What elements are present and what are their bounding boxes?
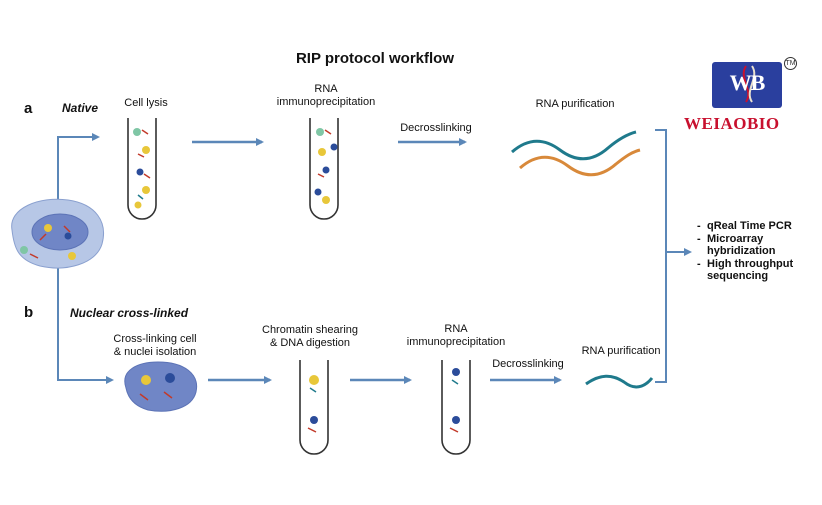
list-dash: - <box>697 220 701 232</box>
trademark-mark: TM <box>784 57 797 70</box>
step-rna-ip-a-line2: immunoprecipitation <box>276 96 376 108</box>
panel-a-letter: a <box>24 100 33 117</box>
list-dash: - <box>697 257 701 270</box>
branch-connector <box>57 133 114 384</box>
step-decrosslinking-a: Decrosslinking <box>400 122 472 134</box>
step-rna-ip-b: RNA immunoprecipitation <box>396 323 516 349</box>
step-cross-linking-line1: Cross-linking cell <box>113 333 197 345</box>
panel-b-letter: b <box>24 304 34 321</box>
logo-monogram-text: WB <box>729 70 766 95</box>
brand-name: WEIAOBIO <box>684 114 780 133</box>
step-cross-linking: Cross-linking cell & nuclei isolation <box>100 333 210 359</box>
output-item-text: High throughput sequencing <box>707 257 794 283</box>
tube-b2 <box>441 360 471 455</box>
step-rna-purification-a: RNA purification <box>535 98 615 110</box>
panel-b-name: Nuclear cross-linked <box>70 306 189 320</box>
rna-strand-b <box>585 374 654 389</box>
diagram-title: RIP protocol workflow <box>295 50 455 67</box>
tube-a1 <box>127 118 157 220</box>
logo-monogram <box>712 62 782 108</box>
output-item: -qReal Time PCR <box>697 220 819 233</box>
tube-b1 <box>299 360 329 455</box>
output-item: -High throughput sequencing <box>697 258 819 283</box>
step-rna-ip-a: RNA immunoprecipitation <box>266 83 386 109</box>
downstream-applications-list: -qReal Time PCR -Microarray hybridizatio… <box>697 220 819 283</box>
step-chromatin-shearing: Chromatin shearing & DNA digestion <box>250 324 370 350</box>
initial-cell <box>11 198 104 269</box>
step-decrosslinking-b: Decrosslinking <box>492 358 564 370</box>
merge-bracket <box>655 129 692 383</box>
step-cross-linking-line2: & nuclei isolation <box>113 346 197 358</box>
output-item-text: qReal Time PCR <box>707 220 792 232</box>
output-item-text: Microarray hybridization <box>707 232 776 258</box>
output-item: -Microarray hybridization <box>697 233 819 258</box>
step-cell-lysis: Cell lysis <box>124 97 168 109</box>
step-rna-ip-b-line2: immunoprecipitation <box>406 336 506 348</box>
step-chromatin-shearing-line1: Chromatin shearing <box>262 324 358 336</box>
list-dash: - <box>697 232 701 245</box>
tube-a2 <box>309 118 339 220</box>
step-rna-ip-b-line1: RNA <box>444 323 468 335</box>
rna-strands-a <box>511 130 641 177</box>
step-chromatin-shearing-line2: & DNA digestion <box>269 337 351 349</box>
step-rna-purification-b: RNA purification <box>581 345 661 357</box>
cross-linked-nucleus <box>124 361 198 412</box>
step-rna-ip-a-line1: RNA <box>314 83 338 95</box>
panel-a-name: Native <box>62 101 99 115</box>
